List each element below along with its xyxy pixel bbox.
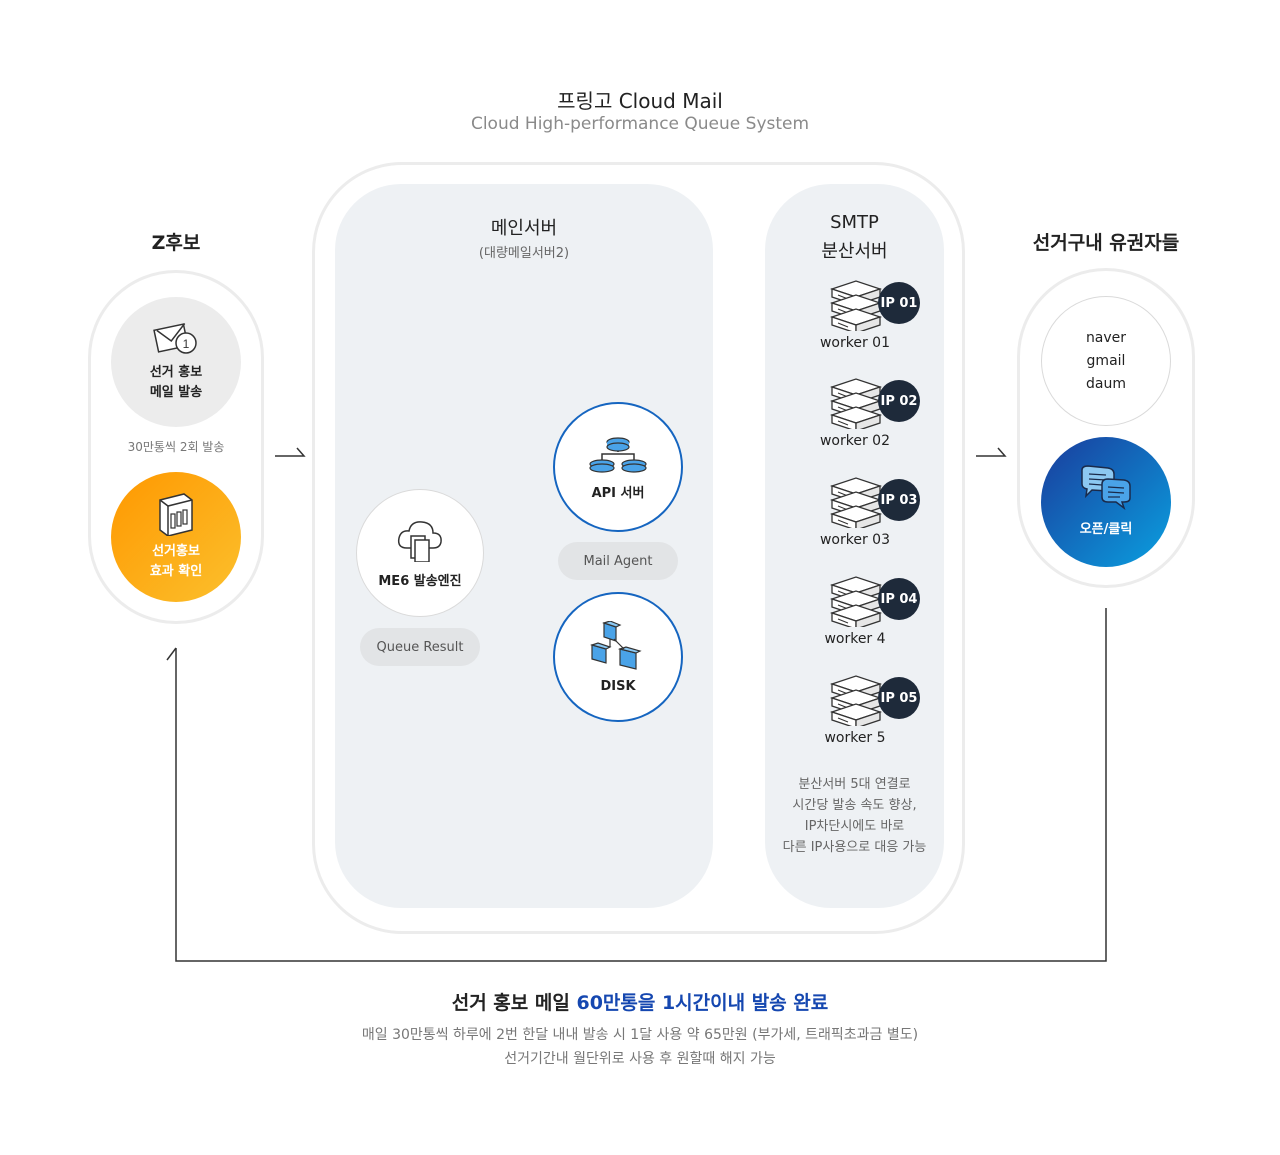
- ip-badge: IP 04: [878, 578, 920, 620]
- send-mail-label: 선거 홍보 메일 발송: [150, 363, 202, 403]
- footer-title-prefix: 선거 홍보 메일: [451, 992, 577, 1014]
- engine-label: ME6 발송엔진: [378, 573, 462, 589]
- smtp-title-line2: 분산서버: [821, 241, 888, 262]
- send-mail-circle: 1 선거 홍보 메일 발송: [111, 297, 241, 427]
- effect-check-label-line1: 선거홍보: [152, 544, 200, 559]
- server-stack-icon: [829, 280, 883, 331]
- footer-title: 선거 홍보 메일 60만통을 1시간이내 발송 완료: [0, 988, 1280, 1015]
- open-click-circle: 오픈/클릭: [1041, 437, 1171, 567]
- queue-result-pill: Queue Result: [360, 628, 480, 666]
- footer-line-2: 선거기간내 월단위로 사용 후 원할때 해지 가능: [504, 1051, 776, 1067]
- network-db-icon: [589, 436, 647, 473]
- portal-gmail: gmail: [1086, 352, 1126, 369]
- disk-node: DISK: [553, 592, 683, 722]
- smtp-note: 분산서버 5대 연결로 시간당 발송 속도 향상, IP차단시에도 바로 다른 …: [765, 774, 944, 858]
- chart-box-icon: [159, 493, 193, 536]
- server-stack-icon: [829, 576, 883, 627]
- arrow-candidate-to-system: [275, 447, 306, 457]
- ip-badge: IP 03: [878, 479, 920, 521]
- send-note: 30만통씩 2회 발송: [127, 440, 225, 454]
- worker-label: worker 01: [819, 335, 890, 351]
- cloud-doc-icon: [397, 520, 442, 562]
- worker-label: worker 4: [824, 631, 886, 647]
- server-stack-icon: [829, 378, 883, 429]
- mail-badge-icon: 1: [153, 323, 197, 354]
- worker-label: worker 02: [819, 433, 890, 449]
- ip-badge: IP 05: [878, 677, 920, 719]
- feedback-line: [175, 608, 1107, 962]
- smtp-note-line3: IP차단시에도 바로: [804, 819, 905, 834]
- smtp-worker: IP 03 worker 03: [803, 472, 923, 552]
- send-mail-label-line1: 선거 홍보: [149, 365, 203, 380]
- folder-tree-icon: [590, 620, 642, 670]
- ip-badge: IP 02: [878, 380, 920, 422]
- send-mail-label-line2: 메일 발송: [149, 385, 203, 400]
- svg-text:1: 1: [183, 337, 190, 351]
- diagram-subtitle: Cloud High-performance Queue System: [470, 114, 810, 134]
- portal-naver: naver: [1085, 329, 1127, 346]
- effect-check-label: 선거홍보 효과 확인: [150, 542, 202, 582]
- smtp-note-line2: 시간당 발송 속도 향상,: [792, 798, 917, 813]
- worker-label: worker 5: [824, 730, 886, 746]
- diagram-title: 프링고 Cloud Mail: [557, 89, 723, 113]
- portals-circle: naver gmail daum: [1041, 296, 1171, 426]
- api-server-label: API 서버: [591, 485, 645, 501]
- feedback-arrow-head: [166, 647, 177, 661]
- arrow-smtp-to-voters: [976, 447, 1007, 457]
- portal-list: naver gmail daum: [1086, 327, 1126, 396]
- effect-check-label-line2: 효과 확인: [149, 564, 203, 579]
- smtp-worker: IP 05 worker 5: [803, 670, 923, 750]
- footer-line-1: 매일 30만통씩 하루에 2번 한달 내내 발송 시 1달 사용 약 65만원 …: [361, 1027, 919, 1043]
- mail-agent-pill: Mail Agent: [558, 542, 678, 580]
- engine-node: ME6 발송엔진: [356, 489, 484, 617]
- open-click-label: 오픈/클릭: [1079, 522, 1133, 537]
- smtp-title-line1: SMTP: [830, 212, 879, 233]
- effect-check-circle: 선거홍보 효과 확인: [111, 472, 241, 602]
- candidate-heading: Z후보: [151, 232, 201, 254]
- api-server-node: API 서버: [553, 402, 683, 532]
- smtp-worker: IP 01 worker 01: [803, 275, 923, 355]
- ip-badge: IP 01: [878, 282, 920, 324]
- voters-heading: 선거구내 유권자들: [1032, 232, 1180, 254]
- smtp-note-line1: 분산서버 5대 연결로: [798, 777, 911, 792]
- main-server-subtitle: (대량메일서버2): [478, 246, 570, 261]
- portal-daum: daum: [1086, 375, 1126, 392]
- disk-label: DISK: [600, 678, 636, 694]
- footer-title-highlight: 60만통을 1시간이내 발송 완료: [576, 992, 829, 1014]
- worker-label: worker 03: [819, 532, 890, 548]
- chat-bubbles-icon: [1081, 465, 1131, 510]
- smtp-worker: IP 04 worker 4: [803, 571, 923, 651]
- main-server-title: 메인서버: [490, 218, 558, 239]
- server-stack-icon: [829, 675, 883, 726]
- server-stack-icon: [829, 477, 883, 528]
- smtp-worker: IP 02 worker 02: [803, 373, 923, 453]
- smtp-note-line4: 다른 IP사용으로 대응 가능: [782, 840, 927, 855]
